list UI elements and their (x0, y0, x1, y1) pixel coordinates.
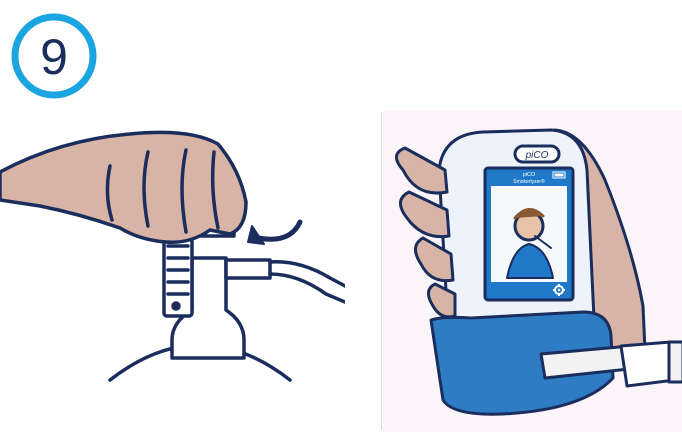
finger-1 (396, 148, 447, 193)
panel-divider (381, 112, 382, 430)
step-number: 9 (40, 29, 68, 85)
regulator-outlet (226, 260, 270, 278)
rotate-arrow-icon (258, 222, 300, 239)
screen-subtitle: Smokerlyzer® (513, 178, 545, 185)
pico-device-illustration: piCO piCO Smokerlyzer® (383, 110, 682, 432)
pico-brand-label: piCO (525, 150, 549, 161)
cylinder-valve-illustration (0, 110, 345, 432)
step-number-badge: 9 (10, 12, 98, 100)
hand-icon (0, 132, 246, 242)
screen-title: piCO (523, 172, 536, 178)
